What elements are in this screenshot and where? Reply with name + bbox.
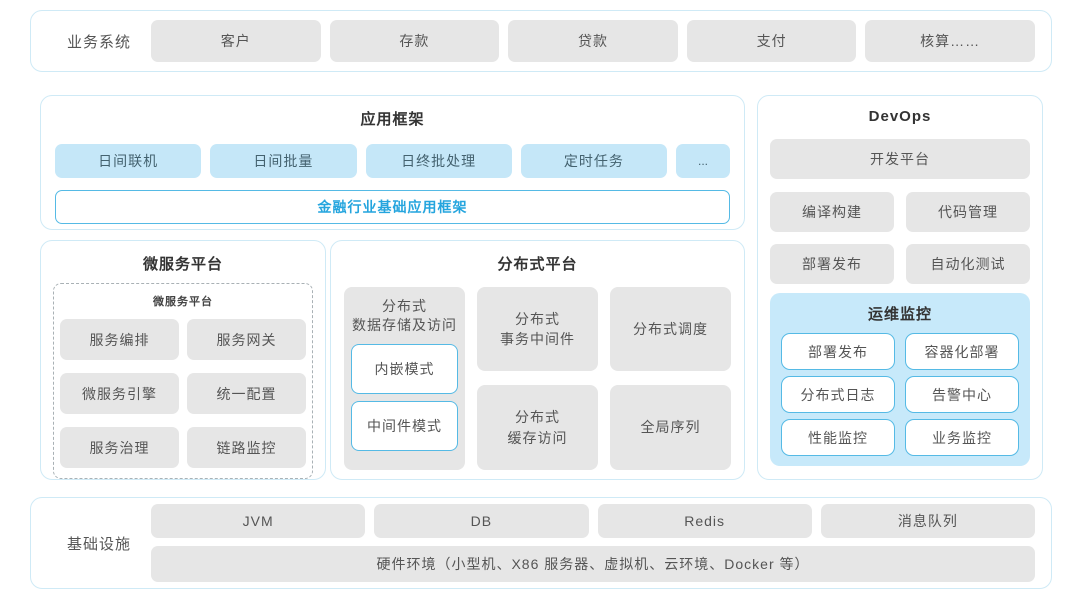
infra-message-queue: 消息队列	[820, 504, 1035, 538]
devops-tools: 编译构建 代码管理 部署发布 自动化测试	[770, 192, 1030, 284]
devops-panel: DevOps 开发平台 编译构建 代码管理 部署发布 自动化测试 运维监控 部署…	[757, 95, 1043, 480]
distributed-storage-box: 分布式 数据存储及访问 内嵌模式 中间件模式	[344, 287, 465, 470]
micro-service-engine: 微服务引擎	[60, 373, 179, 414]
micro-service-gateway: 服务网关	[187, 319, 306, 360]
app-framework-panel: 应用框架 日间联机 日间批量 日终批处理 定时任务 ... 金融行业基础应用框架	[40, 95, 745, 230]
module-daytime-batch: 日间批量	[210, 144, 357, 178]
monitor-business: 业务监控	[905, 419, 1019, 456]
devops-title: DevOps	[868, 108, 932, 125]
business-item-customer: 客户	[151, 20, 321, 62]
storage-mode-middleware: 中间件模式	[351, 400, 458, 451]
module-eod-batch: 日终批处理	[365, 144, 512, 178]
base-framework-box: 金融行业基础应用框架	[55, 190, 730, 224]
distributed-grid: 分布式 数据存储及访问 内嵌模式 中间件模式 分布式 事务中间件 分布式调度 分…	[344, 287, 731, 470]
distributed-scheduling: 分布式调度	[610, 287, 731, 371]
tool-automated-testing: 自动化测试	[906, 244, 1030, 284]
monitor-distributed-log: 分布式日志	[781, 376, 895, 413]
infra-db: DB	[374, 504, 589, 538]
tool-build: 编译构建	[770, 192, 894, 232]
module-daytime-online: 日间联机	[55, 144, 202, 178]
ops-monitoring-box: 运维监控 部署发布 容器化部署 分布式日志 告警中心 性能监控 业务监控	[770, 293, 1030, 466]
business-systems-label: 业务系统	[66, 33, 131, 51]
distributed-title: 分布式平台	[497, 256, 578, 273]
business-item-accounting: 核算……	[865, 20, 1035, 62]
distributed-storage-title: 分布式 数据存储及访问	[352, 298, 457, 333]
business-systems-band: 业务系统 客户 存款 贷款 支付 核算……	[30, 10, 1052, 72]
micro-trace-monitoring: 链路监控	[187, 427, 306, 468]
microservice-inner-title: 微服务平台	[153, 296, 213, 308]
business-item-loan: 贷款	[508, 20, 678, 62]
micro-unified-config: 统一配置	[187, 373, 306, 414]
micro-service-orchestration: 服务编排	[60, 319, 179, 360]
business-item-deposit: 存款	[329, 20, 500, 62]
hardware-environment-bar: 硬件环境（小型机、X86 服务器、虚拟机、云环境、Docker 等）	[151, 546, 1035, 582]
tool-code-management: 代码管理	[906, 192, 1030, 232]
microservice-title: 微服务平台	[142, 256, 223, 273]
infrastructure-label: 基础设施	[66, 535, 131, 553]
micro-service-governance: 服务治理	[60, 427, 179, 468]
microservice-panel: 微服务平台 微服务平台 服务编排 服务网关 微服务引擎 统一配置 服务治理 链路…	[40, 240, 326, 480]
infrastructure-content: JVM DB Redis 消息队列 硬件环境（小型机、X86 服务器、虚拟机、云…	[151, 504, 1035, 582]
microservice-inner-box: 微服务平台 服务编排 服务网关 微服务引擎 统一配置 服务治理 链路监控	[53, 283, 313, 479]
storage-mode-embedded: 内嵌模式	[351, 343, 458, 394]
business-item-payment: 支付	[686, 20, 857, 62]
module-scheduled-tasks: 定时任务	[520, 144, 667, 178]
module-more: ...	[676, 144, 730, 178]
tool-deploy-release: 部署发布	[770, 244, 894, 284]
distributed-transaction-middleware: 分布式 事务中间件	[477, 287, 598, 371]
monitor-container-deploy: 容器化部署	[905, 333, 1019, 370]
infra-redis: Redis	[597, 504, 812, 538]
microservice-items: 服务编排 服务网关 微服务引擎 统一配置 服务治理 链路监控	[60, 319, 306, 468]
ops-monitoring-title: 运维监控	[867, 306, 932, 323]
infrastructure-items: JVM DB Redis 消息队列	[151, 504, 1035, 538]
app-framework-modules: 日间联机 日间批量 日终批处理 定时任务 ...	[55, 144, 730, 178]
infra-jvm: JVM	[151, 504, 366, 538]
global-sequence: 全局序列	[610, 385, 731, 470]
distributed-cache-access: 分布式 缓存访问	[477, 385, 598, 470]
ops-monitoring-items: 部署发布 容器化部署 分布式日志 告警中心 性能监控 业务监控	[781, 333, 1019, 456]
monitor-alert-center: 告警中心	[905, 376, 1019, 413]
monitor-deploy-release: 部署发布	[781, 333, 895, 370]
business-items: 客户 存款 贷款 支付 核算……	[151, 20, 1035, 62]
infrastructure-band: 基础设施 JVM DB Redis 消息队列 硬件环境（小型机、X86 服务器、…	[30, 497, 1052, 589]
app-framework-title: 应用框架	[360, 111, 425, 128]
distributed-panel: 分布式平台 分布式 数据存储及访问 内嵌模式 中间件模式 分布式 事务中间件 分…	[330, 240, 745, 480]
monitor-performance: 性能监控	[781, 419, 895, 456]
dev-platform-box: 开发平台	[770, 139, 1030, 179]
